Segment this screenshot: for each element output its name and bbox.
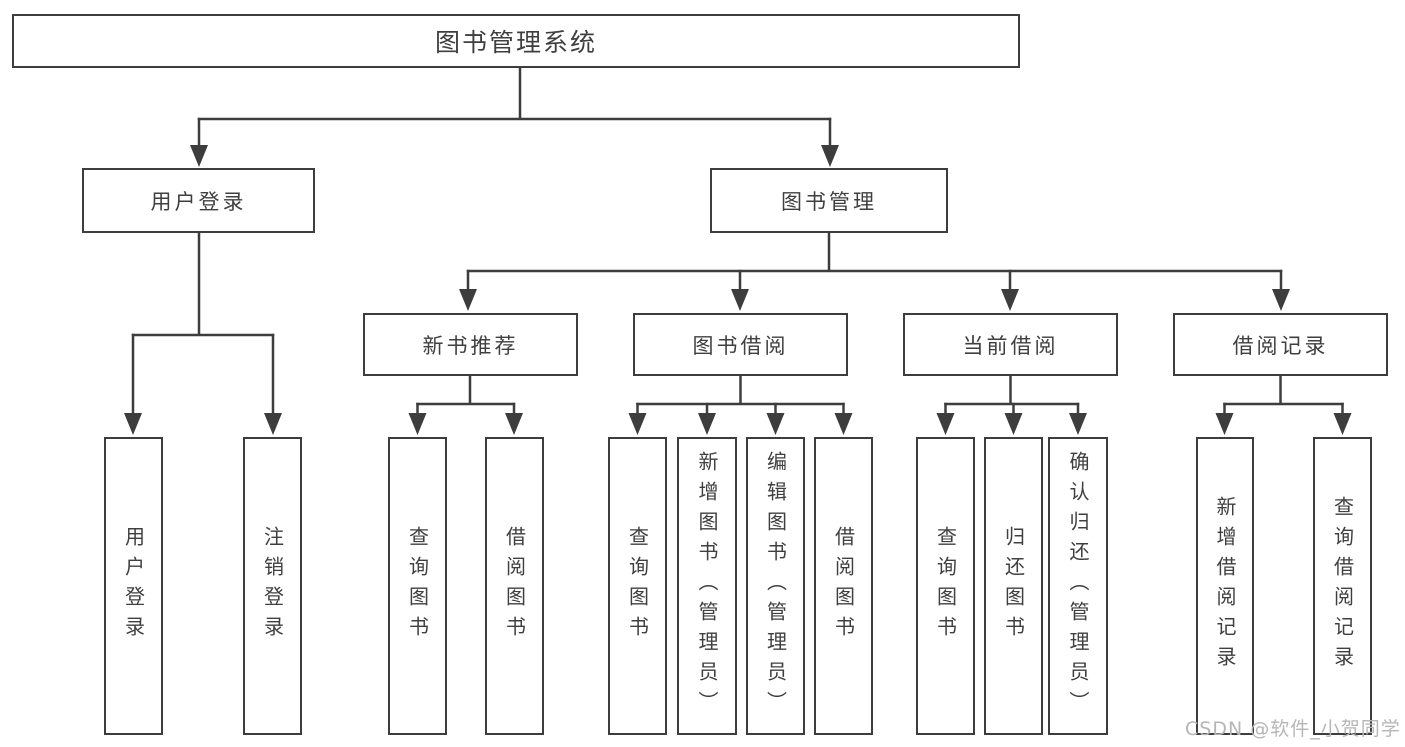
node-book-borrowing: 图书借阅 bbox=[633, 313, 848, 376]
watermark: CSDN @软件_小贺同学 bbox=[1185, 718, 1401, 740]
leaf-query-borrow-record: 查询借阅记录 bbox=[1313, 437, 1372, 735]
leaf-query-books-current: 查询图书 bbox=[916, 437, 975, 735]
leaf-add-borrow-record: 新增借阅记录 bbox=[1196, 437, 1254, 735]
node-user-login-label: 用户登录 bbox=[150, 189, 247, 214]
leaf-logout: 注销登录 bbox=[243, 437, 302, 735]
leaf-edit-books-admin-label: 编辑图书（管理员） bbox=[763, 451, 788, 721]
node-user-login: 用户登录 bbox=[82, 168, 315, 233]
leaf-return-books: 归还图书 bbox=[984, 437, 1043, 735]
leaf-borrow-books-recommend-label: 借阅图书 bbox=[502, 526, 527, 646]
leaf-confirm-return-admin: 确认归还（管理员） bbox=[1048, 437, 1108, 735]
node-root-label: 图书管理系统 bbox=[434, 28, 597, 57]
node-new-book-recommend-label: 新书推荐 bbox=[422, 333, 519, 358]
leaf-query-books-recommend-label: 查询图书 bbox=[405, 526, 430, 646]
leaf-user-login-label: 用户登录 bbox=[121, 526, 146, 646]
leaf-confirm-return-admin-label: 确认归还（管理员） bbox=[1066, 451, 1090, 721]
node-root: 图书管理系统 bbox=[12, 14, 1020, 68]
leaf-borrow-books: 借阅图书 bbox=[814, 437, 873, 735]
leaf-edit-books-admin: 编辑图书（管理员） bbox=[746, 437, 805, 735]
leaf-query-books-recommend: 查询图书 bbox=[388, 437, 447, 735]
node-book-management: 图书管理 bbox=[710, 168, 948, 233]
node-new-book-recommend: 新书推荐 bbox=[363, 313, 578, 376]
node-book-borrowing-label: 图书借阅 bbox=[692, 333, 789, 358]
leaf-add-books-admin: 新增图书（管理员） bbox=[677, 437, 737, 735]
leaf-borrow-books-recommend: 借阅图书 bbox=[485, 437, 544, 735]
leaf-logout-label: 注销登录 bbox=[260, 526, 285, 646]
leaf-add-books-admin-label: 新增图书（管理员） bbox=[695, 451, 719, 721]
leaf-query-books-borrow: 查询图书 bbox=[608, 437, 667, 735]
node-book-management-label: 图书管理 bbox=[781, 189, 877, 214]
node-current-borrowing: 当前借阅 bbox=[903, 313, 1118, 376]
leaf-borrow-books-label: 借阅图书 bbox=[831, 526, 856, 646]
leaf-query-books-borrow-label: 查询图书 bbox=[625, 526, 650, 646]
leaf-add-borrow-record-label: 新增借阅记录 bbox=[1213, 496, 1237, 676]
leaf-return-books-label: 归还图书 bbox=[1001, 526, 1026, 646]
leaf-user-login: 用户登录 bbox=[104, 437, 163, 735]
node-borrowing-records-label: 借阅记录 bbox=[1232, 333, 1329, 358]
node-current-borrowing-label: 当前借阅 bbox=[962, 333, 1059, 358]
node-borrowing-records: 借阅记录 bbox=[1173, 313, 1388, 376]
leaf-query-borrow-record-label: 查询借阅记录 bbox=[1330, 496, 1355, 676]
leaf-query-books-current-label: 查询图书 bbox=[933, 526, 958, 646]
